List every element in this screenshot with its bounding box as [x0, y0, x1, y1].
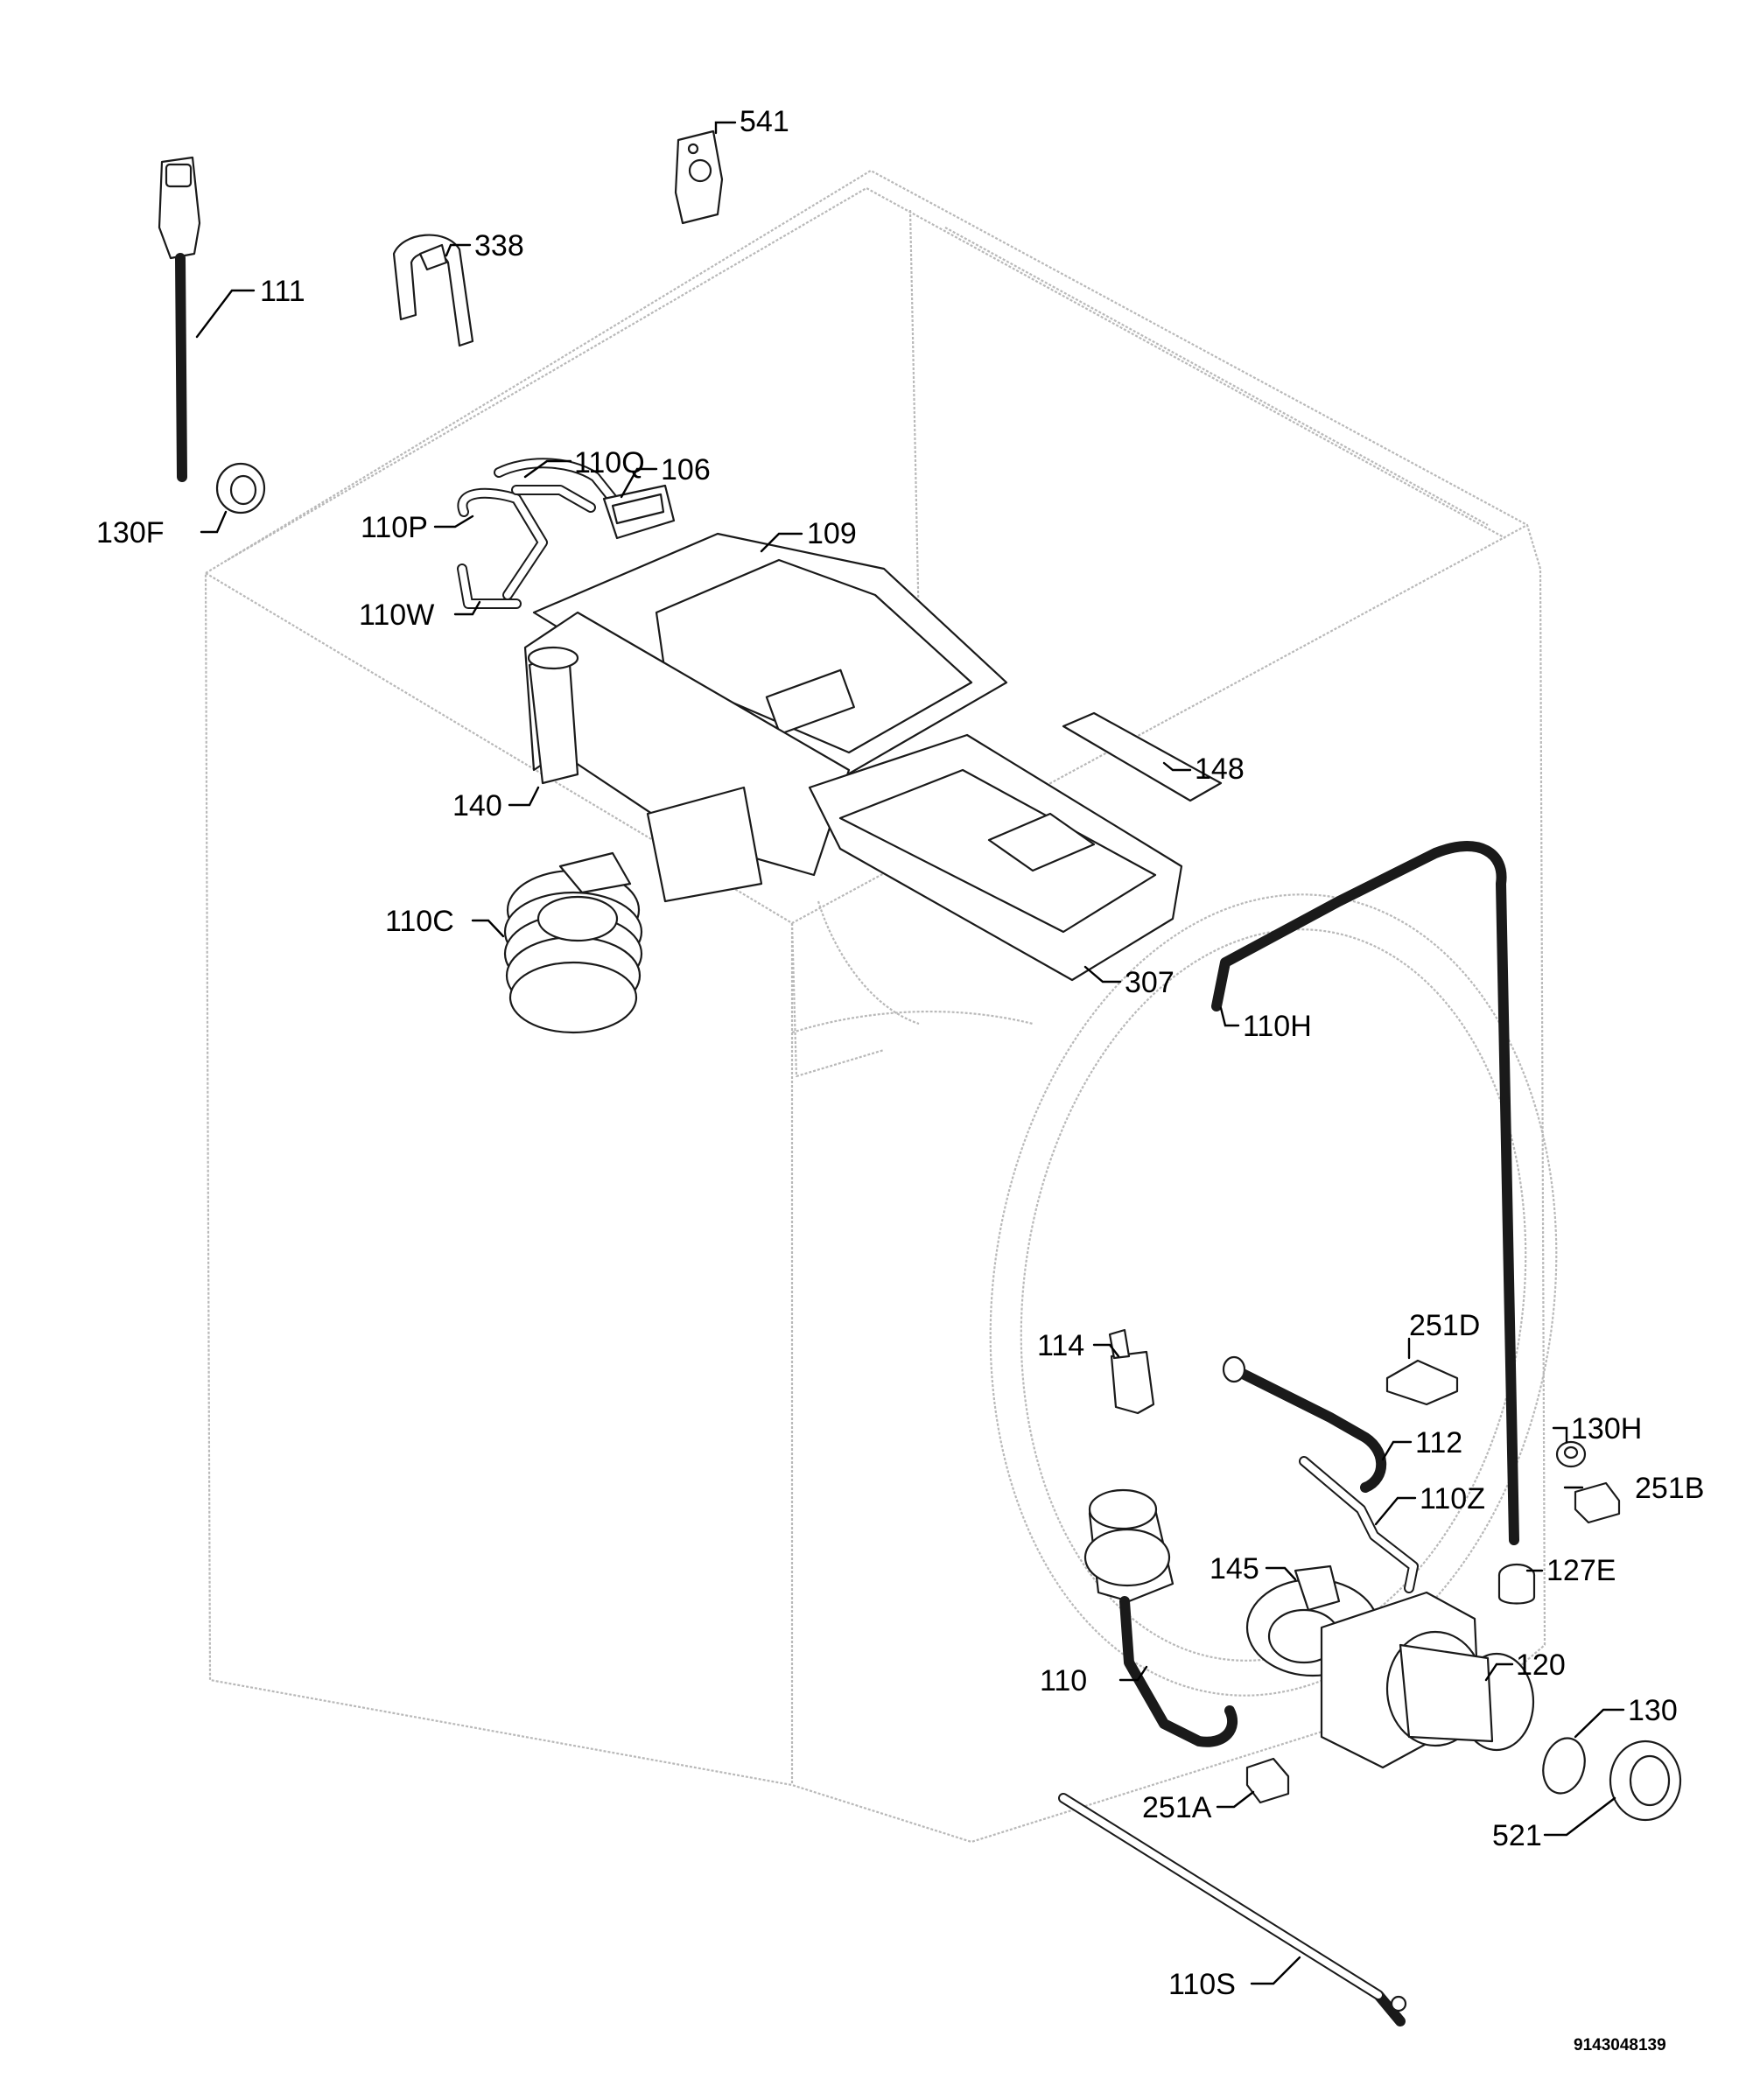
callout-307: 307 [1125, 966, 1175, 999]
part-110W-hose [457, 564, 522, 609]
cabinet-outline [204, 169, 1558, 1844]
part-130-gasket [1542, 1737, 1586, 1795]
part-112-hose [1222, 1355, 1387, 1493]
callout-111: 111 [260, 275, 305, 308]
callout-130F: 130F [96, 516, 165, 550]
part-106-valve [602, 484, 676, 540]
callout-145: 145 [1210, 1552, 1259, 1586]
part-109-dispenser-housing [532, 532, 1008, 780]
part-110Z-hose [1299, 1456, 1419, 1593]
callout-541: 541 [740, 105, 789, 138]
callout-106: 106 [661, 453, 711, 486]
callout-110H: 110H [1243, 1010, 1312, 1043]
callout-130: 130 [1628, 1694, 1678, 1727]
callout-110Q: 110Q [574, 446, 645, 480]
callout-120: 120 [1516, 1648, 1566, 1682]
callout-109: 109 [807, 517, 857, 550]
document-number: 9143048139 [1574, 2036, 1666, 2054]
callout-110P: 110P [361, 511, 428, 544]
part-114-sensor [1108, 1328, 1155, 1415]
part-338-hook [392, 234, 474, 347]
callout-110: 110 [1040, 1664, 1087, 1698]
leader-lines [195, 121, 1625, 1985]
callout-251B: 251B [1635, 1472, 1704, 1505]
callout-114: 114 [1037, 1329, 1084, 1362]
part-120-filter-housing [1320, 1591, 1535, 1769]
callout-127E: 127E [1546, 1554, 1616, 1587]
part-110C-bellows [503, 851, 643, 1034]
part-251B-clip [1574, 1481, 1621, 1524]
part-110Q-hose [494, 458, 618, 513]
part-541-bracket [674, 130, 724, 225]
part-251A-clip [1245, 1757, 1290, 1804]
part-521-filter-cap [1609, 1740, 1682, 1822]
callout-110Z: 110Z [1420, 1482, 1485, 1516]
part-110H-hose [1211, 841, 1519, 1545]
part-130F-nut [215, 462, 266, 514]
callout-251A: 251A [1142, 1791, 1212, 1824]
part-130H-nut [1555, 1440, 1587, 1468]
callout-110C: 110C [385, 905, 454, 938]
callout-338: 338 [474, 229, 524, 262]
callout-140: 140 [452, 789, 502, 822]
part-251D-clip [1385, 1359, 1459, 1406]
callout-labels: 541 338 111 110Q 106 130F 110P 109 110W … [96, 105, 1704, 2054]
callout-130H: 130H [1571, 1412, 1642, 1446]
callout-112: 112 [1415, 1426, 1462, 1460]
part-148-strip [1062, 711, 1223, 802]
part-110P-hose [457, 487, 548, 600]
part-111-inlet-hose [158, 156, 201, 482]
callout-251D: 251D [1409, 1309, 1480, 1342]
callout-110S: 110S [1168, 1968, 1236, 2001]
callout-521: 521 [1492, 1819, 1542, 1852]
callout-148: 148 [1195, 752, 1245, 786]
part-127E-nut [1497, 1563, 1536, 1605]
part-307-drawer [808, 733, 1183, 982]
part-110-sump-hose [1083, 1488, 1238, 1747]
part-140-dispenser-body [523, 611, 851, 903]
part-110S-pipe [1058, 1793, 1407, 2026]
callout-110W: 110W [359, 598, 434, 632]
